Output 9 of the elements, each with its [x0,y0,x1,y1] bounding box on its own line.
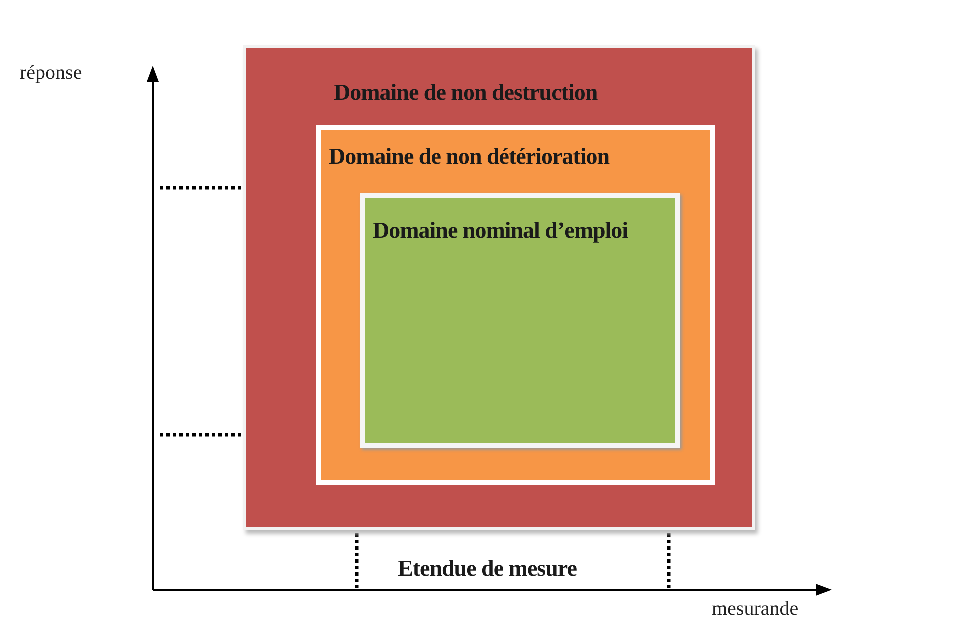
domain-label: Domaine de non destruction [334,80,598,106]
domain-label: Domaine nominal d’emploi [373,218,628,244]
domain-box [360,193,680,448]
domain-box [316,125,715,485]
axis-label: réponse [20,62,82,85]
domain-label: Domaine de non détérioration [329,144,610,170]
axis-label: mesurande [712,598,799,621]
range-label: Etendue de mesure [398,556,577,582]
domain-box [243,45,755,530]
